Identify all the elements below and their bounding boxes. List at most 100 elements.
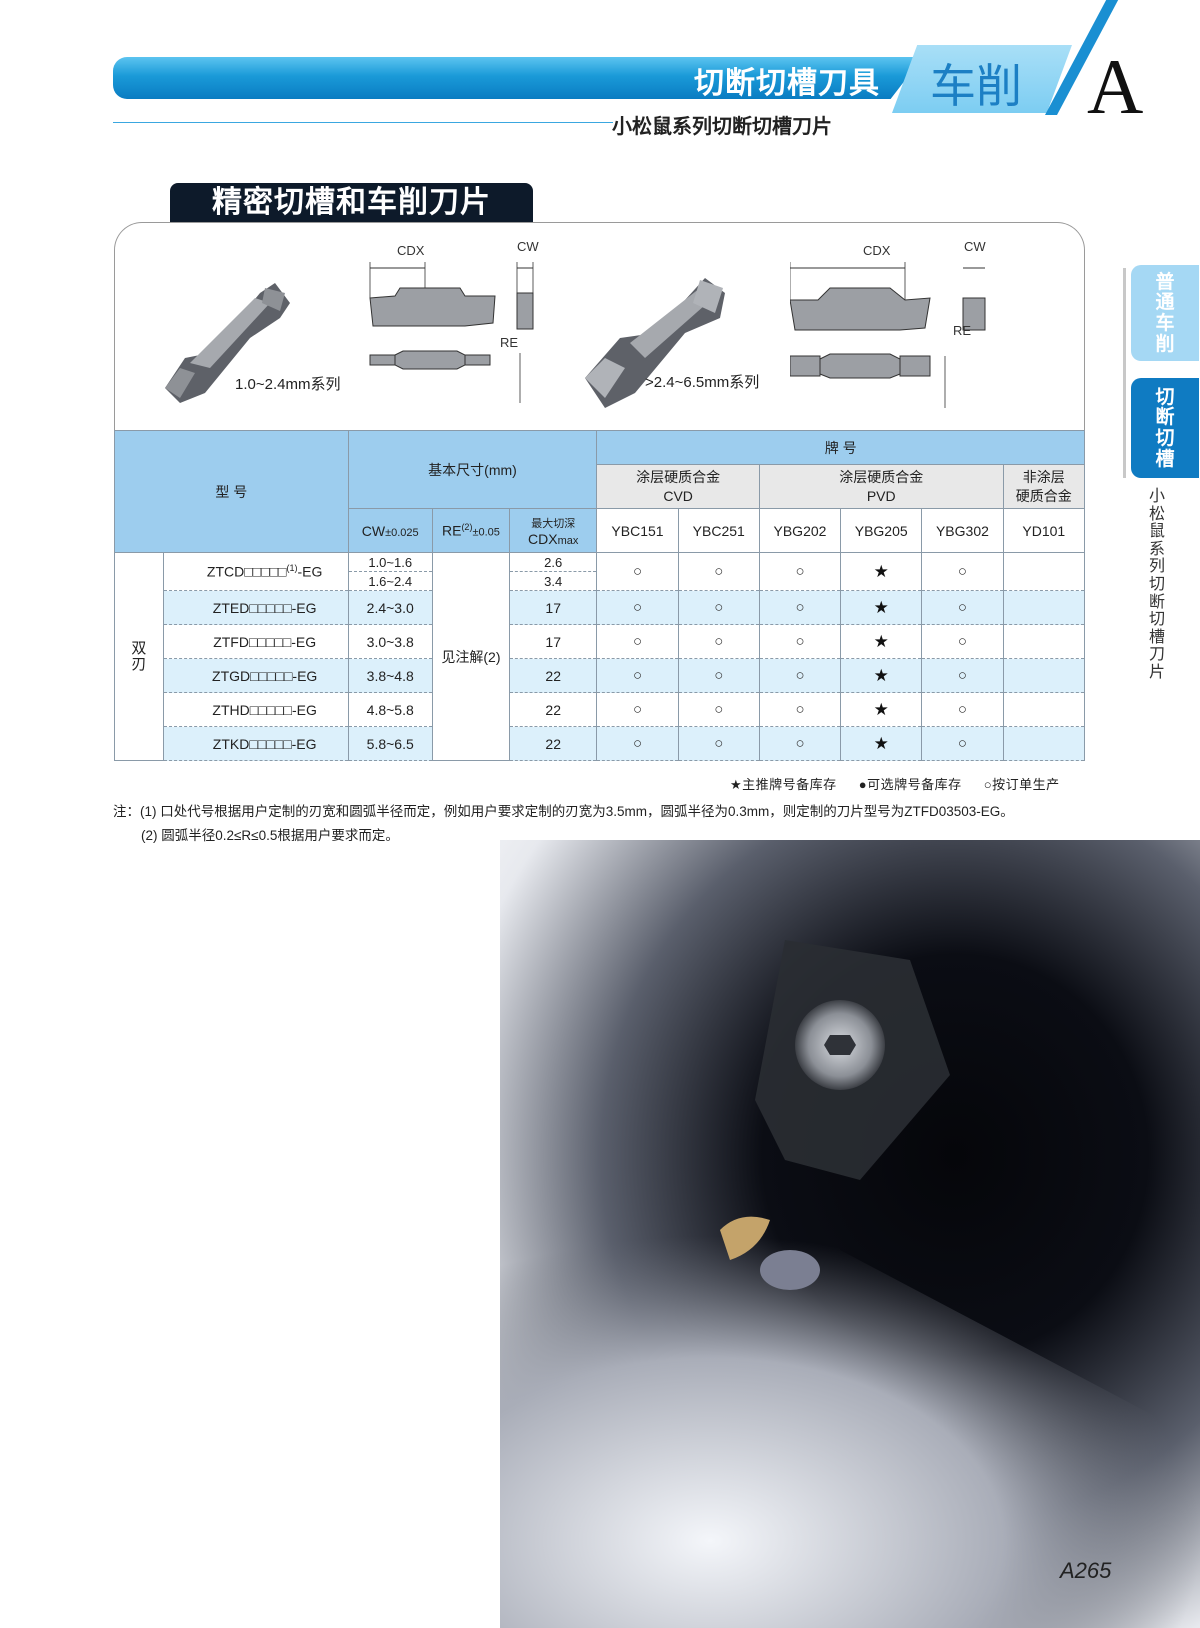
cw-cell: 2.4~3.0 (347, 590, 433, 625)
header-uncoated-line1: 非涂层 (1022, 469, 1065, 486)
grade-mark: ○ (758, 726, 842, 761)
cdx-cell: 22 (509, 726, 598, 761)
grade-mark: ○ (596, 658, 679, 693)
model-cell: ZTED□□□□□-EG (162, 590, 349, 625)
grade-mark: ○ (677, 692, 760, 727)
header-grade: 牌 号 (596, 430, 1085, 465)
header-pvd-line1: 涂层硬质合金 (839, 469, 924, 486)
grade-col: YBC251 (677, 508, 760, 553)
header-cdx: 最大切深 CDXmax (509, 508, 598, 553)
header-cw: CW±0.025 (347, 508, 433, 553)
grade-mark: ★ (840, 624, 923, 659)
header-pvd-line2: PVD (866, 487, 896, 504)
page-number: A265 (1060, 1558, 1112, 1583)
model-code: ZTFD□□□□□ (213, 633, 292, 650)
grade-mark: ★ (840, 590, 923, 625)
header-banner (113, 57, 923, 99)
grade-mark: ○ (921, 726, 1004, 761)
grade-mark: ○ (758, 624, 842, 659)
grade-mark: ○ (921, 692, 1004, 727)
header-cvd-line1: 涂层硬质合金 (636, 469, 721, 486)
row-group-text: 双刃 (131, 639, 147, 673)
table-row: ZTHD□□□□□-EG 4.8~5.8 22 ○ ○ ○ ★ ○ (115, 692, 1086, 727)
side-tab-char: 断 (1155, 406, 1175, 429)
dim-label-cw: CW (517, 239, 539, 254)
cdx-cell: 22 (509, 692, 598, 727)
grade-mark: ○ (596, 624, 679, 659)
model-code: ZTED□□□□□ (212, 599, 292, 616)
model-cell: ZTHD□□□□□-EG (162, 692, 349, 727)
grade-mark: ○ (677, 726, 760, 761)
grade-mark: ○ (921, 624, 1004, 659)
model-suffix: -EG (291, 633, 317, 650)
series-label-small: 1.0~2.4mm系列 (235, 376, 341, 393)
grade-mark: ○ (596, 726, 679, 761)
side-tab-general-turning[interactable]: 普 通 车 削 (1131, 265, 1199, 361)
model-cell: ZTGD□□□□□-EG (162, 658, 349, 693)
grade-mark: ○ (758, 590, 842, 625)
grade-mark: ★ (840, 552, 923, 591)
header-cvd-line2: CVD (663, 487, 693, 504)
cw-tolerance: ±0.025 (385, 526, 419, 539)
footnote-2: (2) 圆弧半径0.2≤R≤0.5根据用户要求而定。 (141, 828, 399, 843)
grade-mark: ○ (677, 590, 760, 625)
dim-label-cw-large: CW (964, 239, 986, 254)
cw-value: 1.6~2.4 (368, 573, 413, 589)
grade-mark: ○ (758, 552, 842, 591)
grade-mark (1002, 658, 1086, 693)
side-vertical-caption: 小松鼠系列切断切槽刀片 (1148, 486, 1165, 681)
header-model: 型 号 (114, 430, 349, 553)
model-suffix: -EG (292, 667, 318, 684)
model-code: ZTHD□□□□□ (212, 701, 293, 718)
model-code: ZTCD□□□□□ (206, 563, 287, 580)
header-basic-dims: 基本尺寸(mm) (347, 430, 598, 509)
side-nav-rail (1123, 268, 1126, 478)
legend-dot: ●可选牌号备库存 (858, 777, 962, 792)
header-subtitle: 小松鼠系列切断切槽刀片 (612, 114, 832, 138)
grade-mark: ○ (596, 590, 679, 625)
insert-drawing-small-icon (369, 262, 534, 403)
re-label: RE (441, 522, 462, 539)
model-sup: (1) (286, 563, 298, 574)
header-uncoated: 非涂层 硬质合金 (1002, 464, 1086, 509)
re-note-cell: 见注解(2) (431, 552, 511, 761)
table-row: ZTKD□□□□□-EG 5.8~6.5 22 ○ ○ ○ ★ ○ (115, 726, 1086, 761)
cdx-label: CDX (528, 530, 558, 547)
grade-mark: ○ (596, 552, 679, 591)
grade-mark: ○ (677, 658, 760, 693)
series-label-large: >2.4~6.5mm系列 (645, 374, 760, 391)
table-row: ZTGD□□□□□-EG 3.8~4.8 22 ○ ○ ○ ★ ○ (115, 658, 1086, 693)
cdx-sub: max (557, 534, 579, 547)
diagram-panel: 1.0~2.4mm系列 CDX CW RE >2.4~6.5mm系列 (114, 222, 1085, 432)
grade-mark: ○ (921, 590, 1004, 625)
grade-mark: ○ (758, 658, 842, 693)
model-cell: ZTCD□□□□□(1)-EG (162, 552, 349, 591)
grade-col: YD101 (1002, 508, 1086, 553)
grade-mark (1002, 726, 1086, 761)
legend-star: ★主推牌号备库存 (730, 777, 837, 792)
grade-col: YBG202 (758, 508, 842, 553)
grade-mark (1002, 552, 1086, 591)
cdx-top-label: 最大切深 (531, 517, 576, 530)
header-cvd: 涂层硬质合金 CVD (596, 464, 760, 509)
model-suffix: -EG (291, 599, 317, 616)
grade-mark: ○ (921, 552, 1004, 591)
header-pvd: 涂层硬质合金 PVD (758, 464, 1004, 509)
footnote-1: 注：(1) 口处代号根据用户定制的刃宽和圆弧半径而定，例如用户要求定制的刃宽为3… (113, 804, 1014, 819)
insert-3d-large-icon (585, 278, 725, 408)
side-tab-char: 普 (1155, 270, 1175, 293)
side-tab-char: 通 (1155, 291, 1175, 314)
re-tolerance: ±0.05 (472, 526, 500, 539)
side-tab-char: 槽 (1155, 447, 1175, 470)
model-cell: ZTFD□□□□□-EG (162, 624, 349, 659)
cdx-cell: 17 (509, 624, 598, 659)
model-suffix: -EG (291, 735, 317, 752)
dim-label-re-large: RE (953, 323, 972, 338)
cdx-value: 3.4 (544, 573, 563, 589)
header-uncoated-line2: 硬质合金 (1015, 487, 1072, 504)
cdx-cell: 22 (509, 658, 598, 693)
side-tab-char: 切 (1155, 385, 1175, 408)
side-tab-parting-grooving[interactable]: 切 断 切 槽 (1131, 378, 1199, 478)
cw-cell: 5.8~6.5 (347, 726, 433, 761)
